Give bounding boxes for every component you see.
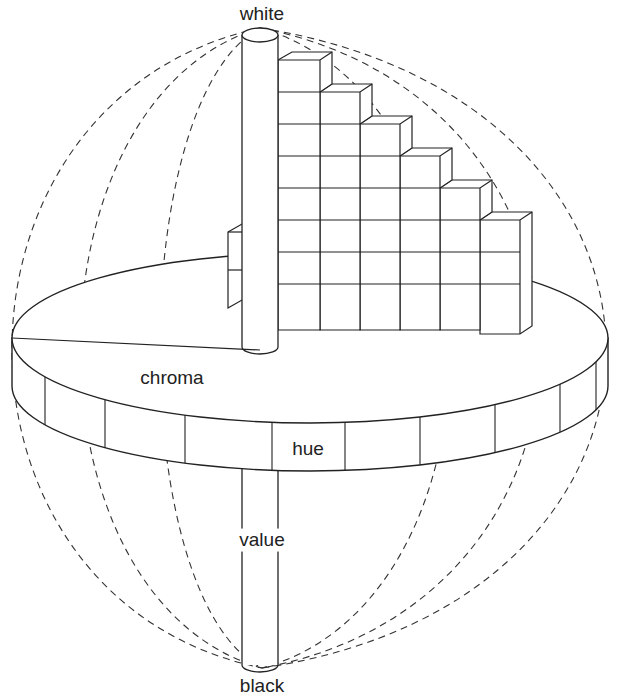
axis-label: value <box>236 529 287 552</box>
axis-label: black <box>240 676 284 697</box>
axis-label: hue <box>292 439 324 460</box>
axis-label: white <box>240 4 284 25</box>
value-axis-lower <box>242 440 278 672</box>
axis-label: chroma <box>140 368 203 389</box>
value-axis-upper <box>242 28 278 354</box>
